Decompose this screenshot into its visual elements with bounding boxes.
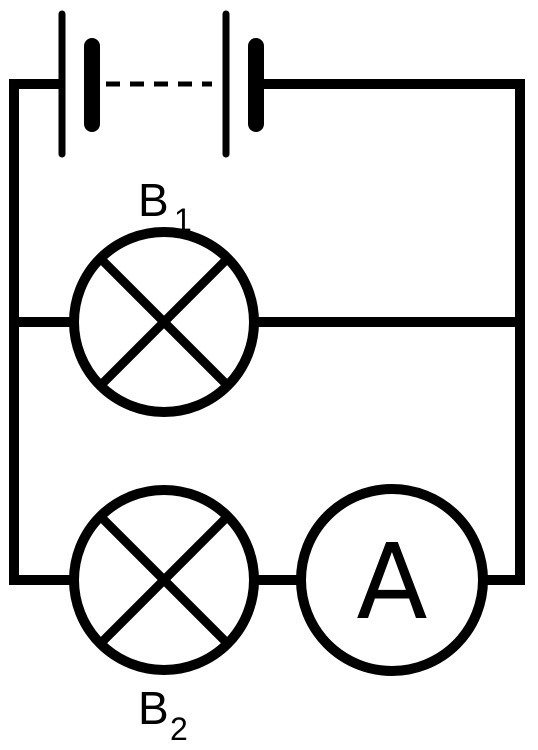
- wiring: [9, 79, 525, 585]
- lamp-b1-label-main: B: [138, 174, 169, 226]
- lamp-b1-label: B 1: [138, 174, 192, 238]
- lamp-b1-icon: [69, 227, 259, 417]
- lamp-b1-cross-b: [96, 254, 232, 390]
- ammeter-circle: [296, 484, 488, 676]
- lamp-b2-label-sub: 2: [170, 711, 188, 747]
- lamp-b1-label-sub: 1: [174, 202, 192, 238]
- ammeter-icon: A: [296, 484, 488, 676]
- lamp-b2-label: B 2: [138, 682, 188, 747]
- lamp-b2-cross-b: [96, 512, 232, 648]
- lamp-b2-label-main: B: [138, 682, 169, 734]
- ammeter-letter: A: [356, 521, 427, 643]
- lamp-b2-icon: [69, 485, 259, 675]
- battery-icon: [58, 10, 264, 158]
